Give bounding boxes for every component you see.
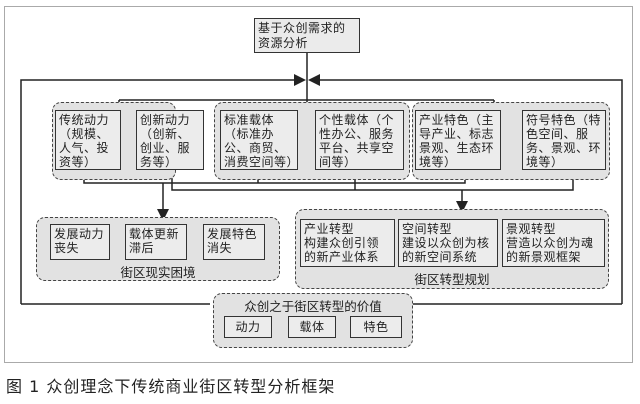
value-title: 众创之于街区转型的价值 — [244, 299, 382, 314]
resource-analysis-node: 基于众创需求的资源分析 — [254, 18, 360, 53]
node-standard-carrier: 标准载体（标准办公、商贸、消费空间等） — [220, 110, 299, 170]
node-personal-carrier: 个性载体（个性办公、服务平台、共享空间等） — [315, 110, 404, 170]
space-transform-title: 空间转型 — [402, 222, 453, 236]
landscape-transform-title: 景观转型 — [506, 222, 557, 236]
wire-feedback-left — [20, 74, 306, 304]
landscape-transform-desc: 营造以众创为魂的新景观框架 — [506, 236, 594, 264]
node-lost-power: 发展动力丧失 — [50, 224, 110, 260]
node-value-power: 动力 — [224, 316, 272, 338]
node-carrier-lag: 载体更新滞后 — [125, 224, 187, 260]
node-value-feature: 特色 — [350, 316, 402, 338]
space-transform-desc: 建设以众创为核的新空间系统 — [402, 236, 490, 264]
node-industry-transform: 产业转型 构建众创引领的新产业体系 — [300, 219, 395, 267]
industry-transform-desc: 构建众创引领的新产业体系 — [304, 236, 380, 264]
node-lost-feature: 发展特色消失 — [203, 224, 265, 260]
node-landscape-transform: 景观转型 营造以众创为魂的新景观框架 — [502, 219, 605, 267]
node-industry-feature: 产业特色（主导产业、标志景观、生态环境等） — [415, 110, 501, 170]
node-space-transform: 空间转型 建设以众创为核的新空间系统 — [398, 219, 498, 267]
node-innovative-power: 创新动力（创新、创业、服务等） — [136, 110, 204, 170]
wire-feedback-right — [308, 74, 623, 304]
dilemma-title: 街区现实困境 — [120, 265, 196, 280]
industry-transform-title: 产业转型 — [304, 222, 355, 236]
planning-title: 街区转型规划 — [414, 272, 490, 287]
figure-frame — [4, 6, 633, 363]
node-traditional-power: 传统动力（规模、人气、投资等） — [55, 110, 121, 170]
figure-caption: 图 1 众创理念下传统商业街区转型分析框架 — [6, 377, 336, 396]
node-symbol-feature: 符号特色（特色空间、服务、景观、环境等） — [522, 110, 606, 170]
node-value-carrier: 载体 — [288, 316, 336, 338]
